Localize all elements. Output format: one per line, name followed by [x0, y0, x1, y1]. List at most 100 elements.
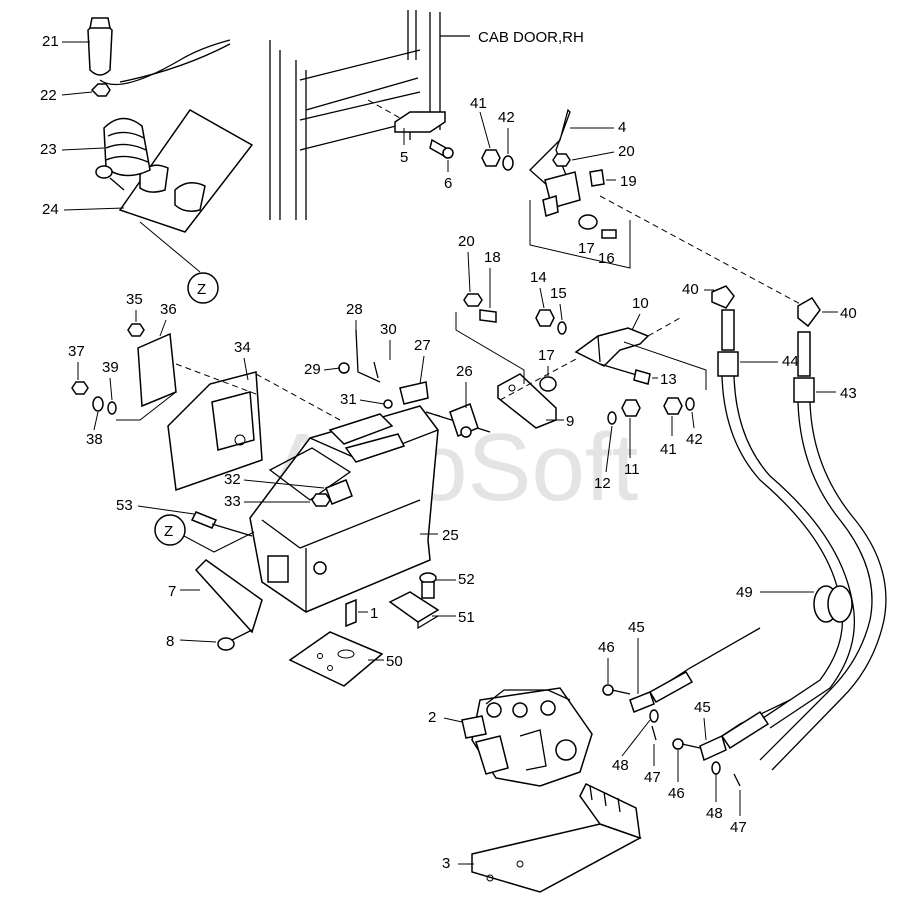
washer-39 [107, 401, 117, 415]
nut-20 [552, 153, 571, 167]
label-47-upper: 47 [644, 769, 661, 786]
fitting-19 [589, 169, 605, 187]
label-40-left: 40 [682, 281, 699, 298]
label-47-lower: 47 [730, 819, 747, 836]
knob-33 [311, 493, 331, 507]
joystick-handle [87, 17, 231, 86]
elbow-40-left [711, 285, 735, 309]
label-42-lower: 42 [686, 431, 703, 448]
pin-46-upper [602, 684, 631, 696]
label-30: 30 [380, 321, 397, 338]
pin-16 [601, 229, 617, 239]
bracket-10 [574, 327, 650, 367]
label-49: 49 [736, 584, 753, 601]
plate-7 [194, 559, 263, 634]
zone-marker-lower-text: Z [164, 523, 173, 540]
plate-51 [388, 591, 440, 630]
label-10: 10 [632, 295, 649, 312]
label-17-lower: 17 [538, 347, 555, 364]
label-42-upper: 42 [498, 109, 515, 126]
bushing-17-lower [539, 376, 557, 392]
bolt-13 [599, 363, 651, 385]
nut-41-lower [663, 397, 683, 415]
label-50: 50 [386, 653, 403, 670]
label-43: 43 [840, 385, 857, 402]
screw-35 [127, 323, 145, 337]
cab-door-frame [269, 10, 470, 220]
screw-8 [217, 629, 253, 651]
label-cab-door: CAB DOOR,RH [478, 29, 584, 46]
label-6: 6 [444, 175, 452, 192]
label-38: 38 [86, 431, 103, 448]
cotter-47-upper [651, 725, 657, 741]
clip-31 [383, 399, 393, 409]
label-9: 9 [566, 413, 574, 430]
label-44: 44 [782, 353, 799, 370]
cotter-47-lower [733, 773, 741, 787]
elbow-40-right [797, 297, 821, 328]
bracket-5 [367, 99, 446, 140]
zone-marker-upper-text: Z [197, 281, 206, 298]
bolt-11 [621, 399, 641, 417]
label-23: 23 [40, 141, 57, 158]
rod-28 [338, 329, 381, 383]
base-plate-50 [288, 631, 384, 687]
cable-end-45-upper [629, 627, 761, 713]
label-21: 21 [42, 33, 59, 50]
zone-marker-upper: Z [187, 272, 219, 304]
label-36: 36 [160, 301, 177, 318]
lever-4 [529, 108, 581, 217]
bracket-27 [399, 381, 429, 405]
label-13: 13 [660, 371, 677, 388]
washer-38 [92, 396, 104, 412]
label-5: 5 [400, 149, 408, 166]
label-41-upper: 41 [470, 95, 487, 112]
control-valve-2 [461, 687, 593, 787]
nut-14 [535, 309, 555, 327]
bushing-17-upper [578, 214, 598, 230]
label-29: 29 [304, 361, 321, 378]
boot-23-and-plate-24 [95, 109, 254, 233]
console-box-25 [249, 405, 439, 613]
label-19: 19 [620, 173, 637, 190]
label-2: 2 [428, 709, 436, 726]
washer-41-upper [481, 149, 501, 167]
zone-marker-lower: Z [154, 514, 186, 546]
cable-end-45-lower [699, 699, 791, 762]
pin-30 [373, 361, 379, 379]
label-51: 51 [458, 609, 475, 626]
label-35: 35 [126, 291, 143, 308]
washer-15 [557, 321, 567, 335]
washer-48-upper [649, 709, 659, 723]
label-4: 4 [618, 119, 626, 136]
label-3: 3 [442, 855, 450, 872]
label-11: 11 [624, 461, 640, 478]
label-46-upper: 46 [598, 639, 615, 656]
bolt-37 [71, 381, 89, 395]
label-37: 37 [68, 343, 85, 360]
label-52: 52 [458, 571, 475, 588]
label-28: 28 [346, 301, 363, 318]
washer-42-upper [502, 155, 514, 171]
valve-bracket-3 [471, 783, 642, 893]
washer-48-lower [711, 761, 721, 775]
label-8: 8 [166, 633, 174, 650]
label-46-lower: 46 [668, 785, 685, 802]
label-45-lower: 45 [694, 699, 711, 716]
bolt-53 [190, 511, 253, 537]
nut-22 [90, 83, 111, 97]
label-48-lower: 48 [706, 805, 723, 822]
label-32: 32 [224, 471, 241, 488]
bolt-6 [429, 138, 454, 159]
label-45-upper: 45 [628, 619, 645, 636]
label-48-upper: 48 [612, 757, 629, 774]
label-27: 27 [414, 337, 431, 354]
label-plate-1 [345, 598, 357, 628]
label-20-lower: 20 [458, 233, 475, 250]
cable-44 [717, 309, 855, 729]
washer-42-lower [685, 397, 695, 411]
label-53: 53 [116, 497, 133, 514]
label-39: 39 [102, 359, 119, 376]
knob-52 [419, 572, 437, 599]
label-41-lower: 41 [660, 441, 677, 458]
